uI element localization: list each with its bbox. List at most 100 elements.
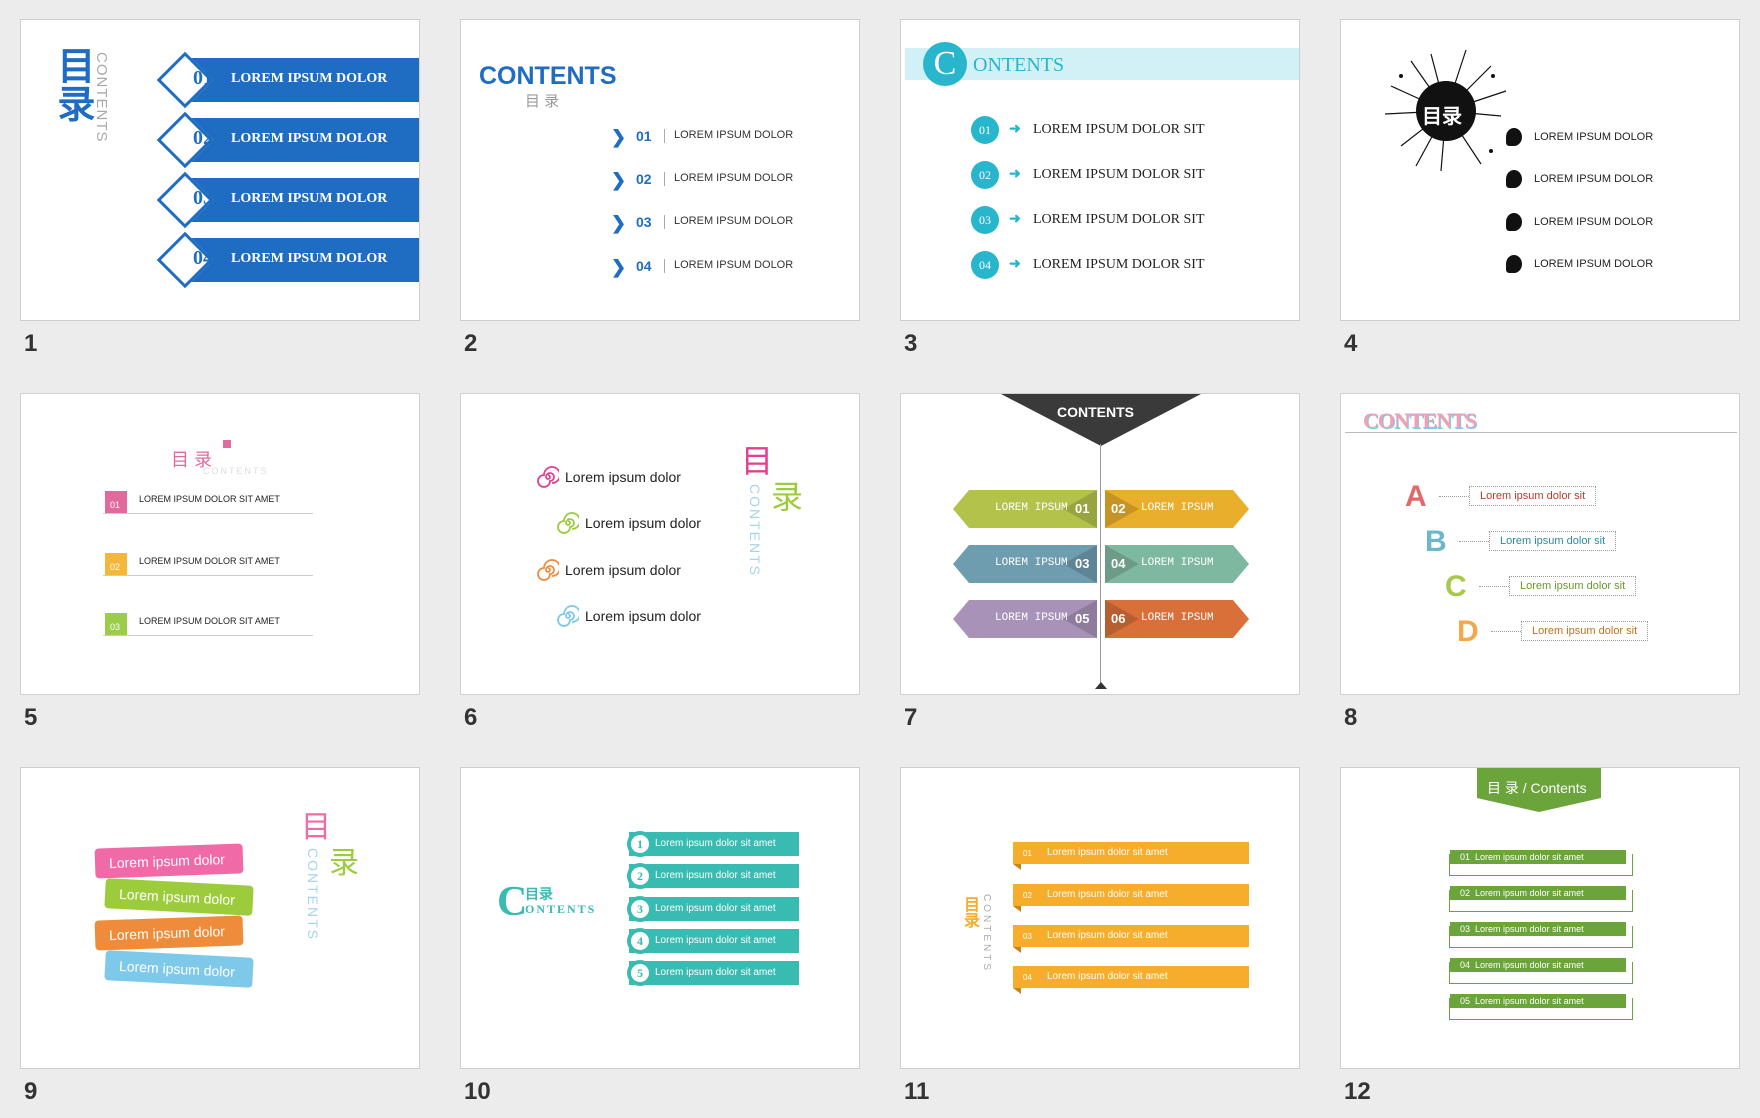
toc-label: 05 Lorem ipsum dolor sit amet bbox=[1450, 994, 1626, 1008]
toc-item: 03 Lorem ipsum dolor sit amet bbox=[1013, 925, 1249, 953]
center-line bbox=[1100, 444, 1101, 686]
toc-label: Lorem ipsum dolor sit bbox=[1469, 486, 1597, 506]
slide-number: 5 bbox=[24, 704, 38, 731]
slide-subtitle: ONTENTS bbox=[525, 902, 597, 916]
toc-number: 06 bbox=[1111, 611, 1126, 626]
toc-item: 02 Lorem ipsum dolor sit amet bbox=[1449, 886, 1633, 912]
toc-item: 04 Lorem ipsum dolor sit amet bbox=[1449, 958, 1633, 984]
slide-thumbnail-4[interactable]: 目录 LOREM IPSUM DOLOR LOREM IPSUM DOLOR L… bbox=[1340, 19, 1740, 321]
slide-title: 目 bbox=[741, 443, 774, 479]
slide-thumbnail-6[interactable]: 目 录 CONTENTS Lorem ipsum dolor Lorem ips… bbox=[460, 393, 860, 695]
toc-number: 05 bbox=[1075, 611, 1090, 626]
toc-number: 01 bbox=[1075, 501, 1090, 516]
toc-label: LOREM IPSUM bbox=[1141, 557, 1214, 569]
toc-number: 03 bbox=[1023, 932, 1032, 941]
toc-number: 03 bbox=[636, 214, 652, 230]
slide-title: 目录 bbox=[525, 886, 553, 902]
toc-number: 02 bbox=[971, 161, 999, 189]
slide-title: 目 录 bbox=[171, 450, 213, 470]
toc-number: 04 bbox=[1460, 960, 1471, 970]
toc-label: Lorem ipsum dolor sit amet bbox=[1047, 930, 1168, 941]
toc-label: LOREM IPSUM DOLOR bbox=[674, 259, 794, 271]
slide-subtitle: CONTENTS bbox=[203, 466, 269, 476]
toc-label: 01 Lorem ipsum dolor sit amet bbox=[1450, 850, 1626, 864]
ink-drop-icon bbox=[1506, 213, 1522, 231]
toc-label: LOREM IPSUM DOLOR bbox=[231, 191, 388, 206]
title-band bbox=[905, 48, 1299, 80]
toc-label: Lorem ipsum dolor sit amet bbox=[1047, 889, 1168, 900]
toc-letter: A bbox=[1405, 480, 1427, 513]
toc-number: 3 bbox=[627, 896, 653, 922]
slide-title: CONTENTS bbox=[479, 62, 617, 90]
slide-title: 目录 bbox=[50, 46, 93, 122]
toc-label: Lorem ipsum dolor sit bbox=[1521, 621, 1649, 641]
toc-label: LOREM IPSUM bbox=[995, 502, 1068, 514]
toc-label: Lorem ipsum dolor bbox=[585, 608, 701, 624]
toc-number: 01 bbox=[1023, 849, 1032, 858]
slide-number: 10 bbox=[464, 1078, 491, 1105]
arrow-right-icon: ➜ bbox=[1009, 165, 1021, 181]
slide-number: 1 bbox=[24, 330, 38, 357]
toc-number: 02 bbox=[193, 127, 213, 149]
slide-title: 目 录 / Contents bbox=[1487, 780, 1587, 796]
toc-item: 03 Lorem ipsum dolor sit amet bbox=[1449, 922, 1633, 948]
arrow-right-icon: ➜ bbox=[1009, 210, 1021, 226]
toc-number: 04 bbox=[636, 258, 652, 274]
toc-label: LOREM IPSUM bbox=[995, 557, 1068, 569]
toc-number: 03 bbox=[1460, 924, 1471, 934]
toc-number: 02 bbox=[1460, 888, 1471, 898]
toc-label: LOREM IPSUM DOLOR bbox=[674, 215, 794, 227]
spiral-icon bbox=[537, 466, 559, 488]
slide-thumbnail-12[interactable]: 目 录 / Contents 01 Lorem ipsum dolor sit … bbox=[1340, 767, 1740, 1069]
title-banner bbox=[1001, 394, 1201, 446]
slide-number: 12 bbox=[1344, 1078, 1371, 1105]
toc-label: Lorem ipsum dolor sit bbox=[1489, 531, 1617, 551]
toc-label: LOREM IPSUM DOLOR bbox=[674, 172, 794, 184]
toc-label: Lorem ipsum dolor bbox=[565, 562, 681, 578]
toc-letter: D bbox=[1457, 615, 1479, 648]
toc-number: 01 bbox=[971, 116, 999, 144]
toc-number: 04 bbox=[1111, 556, 1126, 571]
slide-title: 目录 bbox=[961, 896, 978, 928]
toc-letter: B bbox=[1425, 525, 1447, 558]
slide-title: 录 bbox=[329, 847, 359, 880]
toc-number: 2 bbox=[627, 863, 653, 889]
arrow-right-icon: ➜ bbox=[1009, 120, 1021, 136]
toc-text: Lorem ipsum dolor sit amet bbox=[1475, 924, 1584, 934]
toc-number: 03 bbox=[193, 187, 213, 209]
toc-number: 04 bbox=[971, 251, 999, 279]
toc-text: Lorem ipsum dolor sit amet bbox=[1475, 852, 1584, 862]
slide-number: 8 bbox=[1344, 704, 1358, 731]
slide-thumbnail-3[interactable]: C ONTENTS 01➜LOREM IPSUM DOLOR SIT 02➜LO… bbox=[900, 19, 1300, 321]
toc-label: LOREM IPSUM DOLOR SIT bbox=[1033, 212, 1205, 227]
slide-subtitle: CONTENTS bbox=[305, 848, 321, 941]
toc-label: LOREM IPSUM DOLOR bbox=[1534, 173, 1654, 185]
toc-label: Lorem ipsum dolor sit amet bbox=[655, 967, 776, 978]
toc-number: 01 bbox=[636, 128, 652, 144]
toc-label: Lorem ipsum dolor sit bbox=[1509, 576, 1637, 596]
toc-label: LOREM IPSUM DOLOR bbox=[1534, 131, 1654, 143]
ink-drop-icon bbox=[1506, 128, 1522, 146]
toc-number: 1 bbox=[627, 831, 653, 857]
toc-item: LOREM IPSUM 01 bbox=[953, 490, 1097, 528]
toc-label: Lorem ipsum dolor sit amet bbox=[655, 903, 776, 914]
accent-square bbox=[223, 440, 231, 448]
slide-thumbnail-9[interactable]: 目 录 CONTENTS Lorem ipsum dolor Lorem ips… bbox=[20, 767, 420, 1069]
